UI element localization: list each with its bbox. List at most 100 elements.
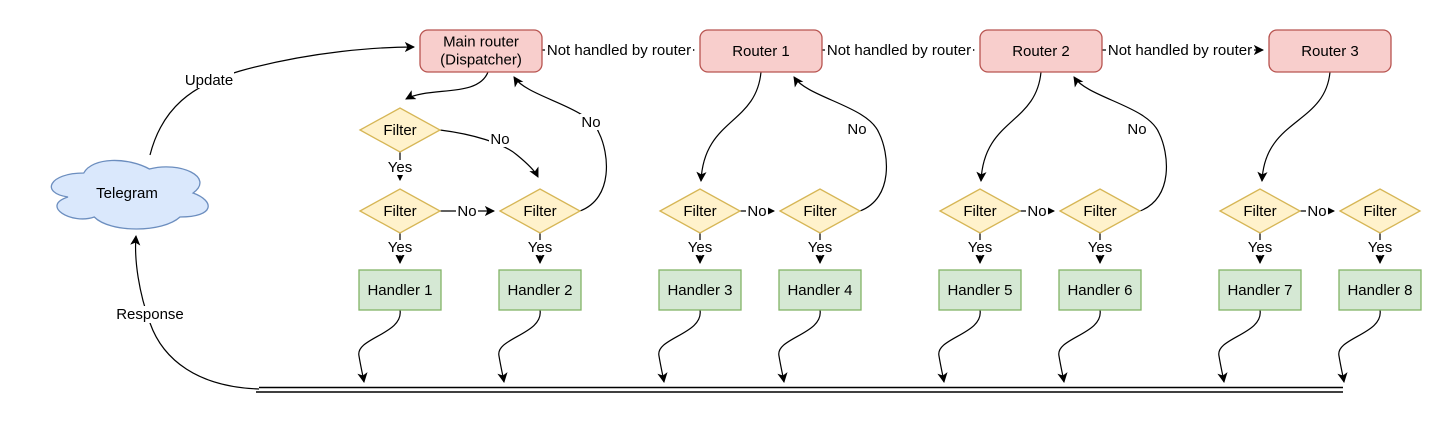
node-handler-3: Handler 3 <box>658 269 742 311</box>
filter-r2-1-label: Filter <box>963 203 996 220</box>
edge-label-no-r3-h: No <box>1306 203 1328 220</box>
filter-r2-2-shape <box>1058 188 1142 234</box>
router1-label: Router 1 <box>732 43 790 60</box>
filter-r3-1-label: Filter <box>1243 203 1276 220</box>
handler-5-box <box>938 269 1022 311</box>
yes-r2-2-label: Yes <box>1088 239 1112 256</box>
edge-filter-top-no <box>439 129 539 178</box>
telegram-label: Telegram <box>96 185 158 202</box>
filter-r1-2-shape <box>778 188 862 234</box>
yes-r1-1-bg <box>686 240 714 255</box>
no-r1-return-label: No <box>847 121 866 138</box>
filter-main-top-shape <box>358 107 442 153</box>
edge-update <box>149 41 416 156</box>
handler-3-box <box>658 269 742 311</box>
update-label-bg <box>184 72 234 88</box>
edge-router1-down <box>696 71 762 183</box>
node-filter-main-1: Filter <box>358 188 442 234</box>
handler-8-box <box>1338 269 1422 311</box>
not-handled-1-bg <box>545 42 693 59</box>
yes-r3-2-label: Yes <box>1368 239 1392 256</box>
main-router-box <box>419 29 543 73</box>
yes-r3-2-bg <box>1366 240 1394 255</box>
main-router-label-line1: Main router <box>443 34 519 51</box>
yes-main-2-bg <box>526 240 554 255</box>
filter-r2-2-label: Filter <box>1083 203 1116 220</box>
filter-r3-2-label: Filter <box>1363 203 1396 220</box>
handler-7-label: Handler 7 <box>1227 282 1292 299</box>
edge-label-update: Update <box>184 72 234 89</box>
no-r1-return-bg <box>846 121 868 137</box>
edge-handler2-to-bus <box>497 309 541 384</box>
filter-r1-2-label: Filter <box>803 203 836 220</box>
edge-label-not-handled-1: Not handled by router <box>545 42 693 59</box>
edge-label-yes-r2-2: Yes <box>1086 239 1114 256</box>
not-handled-3-label: Not handled by router <box>1108 42 1252 59</box>
edge-handler8-to-bus <box>1337 309 1381 384</box>
edge-label-response: Response <box>116 306 184 323</box>
edge-label-yes-main-2: Yes <box>526 239 554 256</box>
handler-4-box <box>778 269 862 311</box>
yes-main-top-bg <box>386 160 414 175</box>
edge-response <box>130 234 260 390</box>
edge-main-to-filter-top <box>405 71 489 100</box>
no-r1-h-bg <box>746 203 768 219</box>
no-main-h-bg <box>456 203 478 219</box>
no-main-top-bg <box>489 131 511 147</box>
response-label: Response <box>116 306 184 323</box>
filter-r1-1-label: Filter <box>683 203 716 220</box>
edge-label-no-main-return: No <box>580 114 602 131</box>
handler-2-box <box>498 269 582 311</box>
router3-label: Router 3 <box>1301 43 1359 60</box>
node-router3: Router 3 <box>1268 29 1392 73</box>
edge-label-no-r1-h: No <box>746 203 768 220</box>
node-handler-2: Handler 2 <box>498 269 582 311</box>
edge-label-yes-main-top: Yes <box>386 159 414 176</box>
filter-main-2-label: Filter <box>523 203 556 220</box>
filter-r3-1-shape <box>1218 188 1302 234</box>
main-router-label-line2: (Dispatcher) <box>440 52 522 69</box>
edge-label-no-r2-return: No <box>1126 121 1148 138</box>
node-handler-7: Handler 7 <box>1218 269 1302 311</box>
edge-label-yes-r3-1: Yes <box>1246 239 1274 256</box>
no-main-h-label: No <box>457 203 476 220</box>
no-r3-h-label: No <box>1307 203 1326 220</box>
yes-r2-2-bg <box>1086 240 1114 255</box>
edge-r1-f2-no-return <box>793 76 887 212</box>
edge-label-yes-r3-2: Yes <box>1366 239 1394 256</box>
edge-label-yes-r1-1: Yes <box>686 239 714 256</box>
filter-main-1-label: Filter <box>383 203 416 220</box>
edge-label-yes-r2-1: Yes <box>966 239 994 256</box>
edge-handler7-to-bus <box>1217 309 1261 384</box>
node-filter-main-2: Filter <box>498 188 582 234</box>
handler-1-box <box>358 269 442 311</box>
yes-r3-1-label: Yes <box>1248 239 1272 256</box>
yes-r1-2-bg <box>806 240 834 255</box>
edge-handler4-to-bus <box>777 309 821 384</box>
handler-6-label: Handler 6 <box>1067 282 1132 299</box>
not-handled-1-label: Not handled by router <box>547 42 691 59</box>
node-filter-main-top: Filter <box>358 107 442 153</box>
router3-box <box>1268 29 1392 73</box>
edge-handler1-to-bus <box>357 309 401 384</box>
router2-box <box>979 29 1103 73</box>
node-filter-r2-1: Filter <box>938 188 1022 234</box>
filter-r1-1-shape <box>658 188 742 234</box>
yes-main-1-bg <box>386 240 414 255</box>
edge-label-no-r1-return: No <box>846 121 868 138</box>
filter-r2-1-shape <box>938 188 1022 234</box>
node-handler-8: Handler 8 <box>1338 269 1422 311</box>
yes-r3-1-bg <box>1246 240 1274 255</box>
edge-label-yes-main-1: Yes <box>386 239 414 256</box>
edge-label-not-handled-2: Not handled by router <box>825 42 973 59</box>
handler-6-box <box>1058 269 1142 311</box>
no-main-top-label: No <box>490 131 509 148</box>
node-filter-r2-2: Filter <box>1058 188 1142 234</box>
handler-8-label: Handler 8 <box>1347 282 1412 299</box>
edge-handler5-to-bus <box>937 309 981 384</box>
node-main-router: Main router (Dispatcher) <box>419 29 543 73</box>
node-router1: Router 1 <box>699 29 823 73</box>
not-handled-2-label: Not handled by router <box>827 42 971 59</box>
